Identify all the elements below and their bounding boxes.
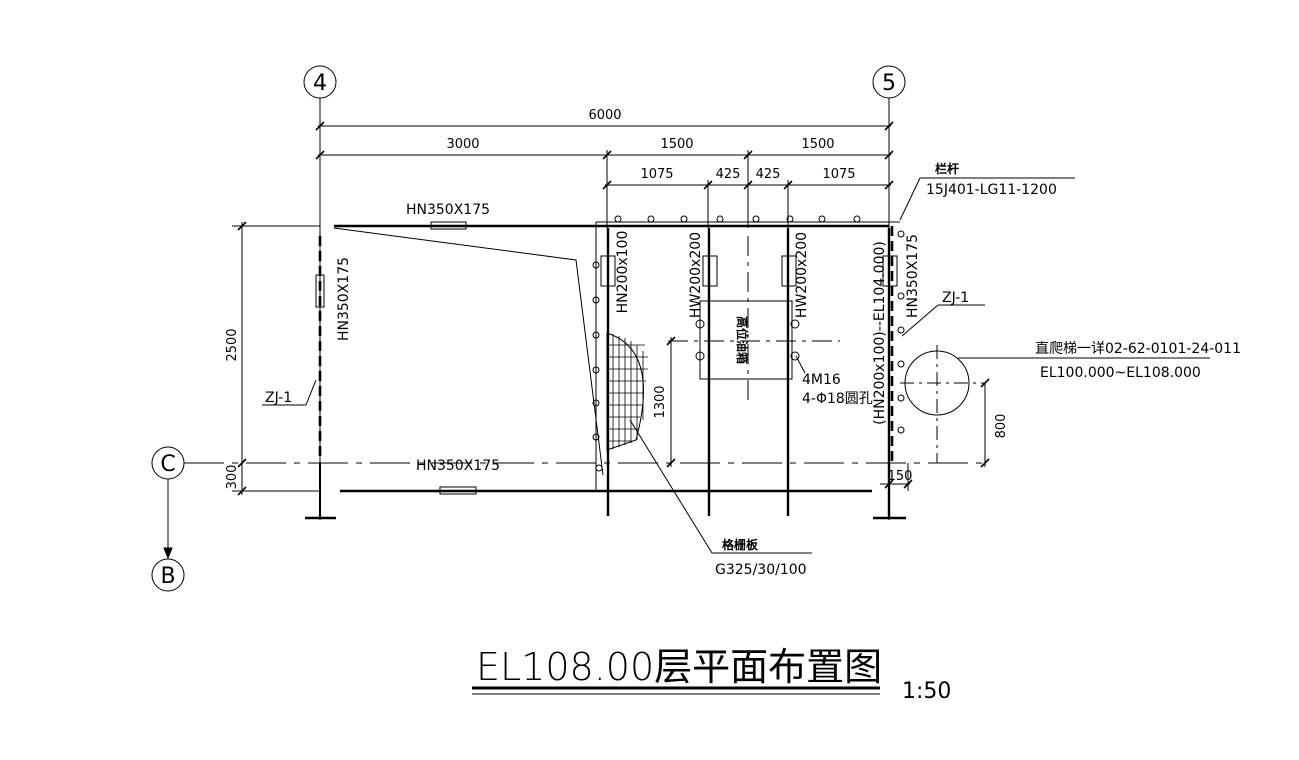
label-right-col: HN350X175 bbox=[905, 234, 921, 318]
plate-bottom-beam bbox=[439, 486, 477, 495]
grid-label-c: C bbox=[160, 452, 175, 477]
label-beam-hw200-a: HW200x200 bbox=[688, 232, 704, 318]
railing-posts bbox=[592, 215, 905, 472]
label-ladder-ref: 直爬梯一详02-62-0101-24-011 bbox=[1035, 340, 1241, 357]
plate-left-col bbox=[315, 274, 325, 308]
dim-sub-1: 1075 bbox=[640, 167, 673, 182]
label-left-col: HN350X175 bbox=[336, 257, 352, 341]
label-ladder-el: EL100.000~EL108.000 bbox=[1040, 365, 1201, 381]
dim-mid-span: 1500 bbox=[660, 137, 693, 152]
label-zj-right: ZJ-1 bbox=[942, 290, 969, 306]
dim-sub-4: 1075 bbox=[822, 167, 855, 182]
leader-railing bbox=[899, 177, 921, 221]
drawing-scale: 1:50 bbox=[902, 679, 951, 704]
label-beam-el104: (HN200x100)--EL104.000) bbox=[872, 241, 888, 425]
oil-tank-outline bbox=[699, 300, 793, 380]
label-grating-ref: G325/30/100 bbox=[715, 562, 807, 578]
label-zj-left: ZJ-1 bbox=[265, 390, 292, 406]
leader-zj-left bbox=[305, 379, 317, 406]
drawing-title: EL108.00层平面布置图 bbox=[476, 645, 882, 689]
label-bolt-1: 4M16 bbox=[802, 372, 841, 388]
dim-ladder-height: 800 bbox=[994, 414, 1009, 439]
leader-zj-right bbox=[901, 304, 939, 337]
diagonal-brace bbox=[333, 227, 604, 476]
label-bolt-2: 4-Φ18圆孔 bbox=[802, 391, 873, 407]
label-railing-title: 栏杆 bbox=[935, 161, 959, 176]
dim-vertical-main: 2500 bbox=[225, 328, 240, 361]
dim-sub-2: 425 bbox=[716, 167, 741, 182]
dim-vertical-bottom: 300 bbox=[225, 465, 240, 490]
label-top-beam: HN350X175 bbox=[406, 202, 490, 218]
plate-top-beam bbox=[430, 221, 467, 230]
dim-overall: 6000 bbox=[588, 108, 621, 123]
dim-ladder-offset: 150 bbox=[888, 469, 913, 484]
grid-label-b: B bbox=[160, 564, 175, 589]
leader-grating bbox=[629, 419, 713, 554]
dim-right-span: 1500 bbox=[801, 137, 834, 152]
label-bottom-beam: HN350X175 bbox=[416, 458, 500, 474]
dim-sub-3: 425 bbox=[756, 167, 781, 182]
grid-label-5: 5 bbox=[882, 71, 896, 96]
label-beam-hn200: HN200x100 bbox=[615, 231, 631, 314]
dim-inner-height: 1300 bbox=[653, 385, 668, 418]
grid-label-4: 4 bbox=[313, 71, 327, 96]
leader-bolts bbox=[795, 355, 806, 374]
label-railing-ref: 15J401-LG11-1200 bbox=[926, 182, 1057, 198]
arrow-head-b bbox=[163, 547, 173, 560]
grating-hatch bbox=[606, 332, 648, 451]
label-equipment: 高位油箱 bbox=[735, 316, 750, 364]
label-grating-title: 格栅板 bbox=[722, 537, 759, 552]
label-beam-hw200-b: HW200x200 bbox=[794, 232, 810, 318]
dim-left-span: 3000 bbox=[446, 137, 479, 152]
